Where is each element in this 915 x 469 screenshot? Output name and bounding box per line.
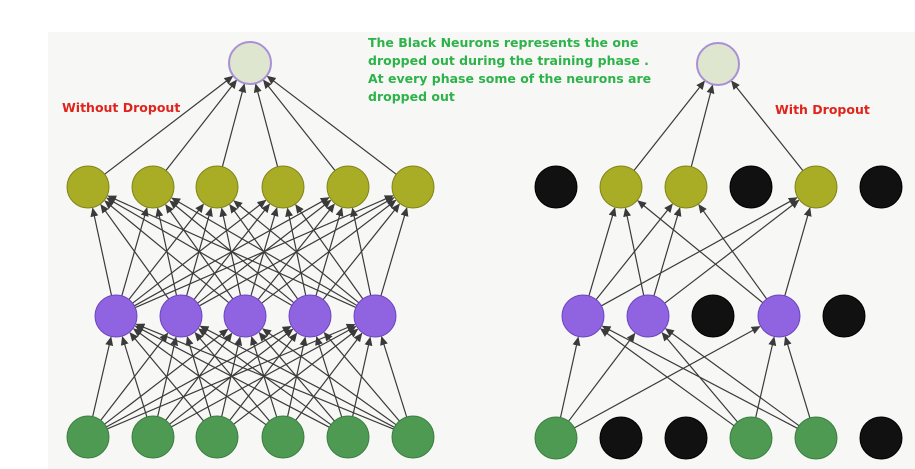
connection-arrow	[253, 83, 279, 167]
connection-arrow	[690, 84, 715, 167]
dropped-neuron	[859, 165, 903, 209]
output-neuron	[696, 42, 740, 86]
connection-arrow	[134, 325, 330, 428]
diagram-panel	[48, 32, 915, 469]
connection-arrow	[104, 200, 230, 304]
connection-arrow	[221, 336, 243, 417]
hidden2-neuron	[131, 165, 175, 209]
connection-arrow	[601, 325, 798, 429]
connection-arrow	[588, 207, 617, 297]
connection-arrow	[221, 83, 247, 167]
connection-arrow	[783, 336, 811, 419]
input-neuron	[66, 415, 110, 459]
connection-arrow	[262, 328, 397, 426]
connection-arrow	[165, 79, 238, 171]
dropped-neuron	[859, 416, 903, 460]
dropped-neuron	[599, 416, 643, 460]
connection-arrow	[100, 203, 170, 300]
hidden1-neuron	[561, 294, 605, 338]
connection-arrow	[323, 332, 400, 422]
connection-arrow	[784, 207, 812, 296]
hidden2-neuron	[391, 165, 435, 209]
connection-arrow	[568, 332, 636, 422]
connection-arrow	[129, 332, 204, 422]
connection-arrow	[295, 204, 364, 300]
connection-arrow	[92, 336, 114, 417]
hidden1-neuron	[94, 294, 138, 338]
dropped-neuron	[729, 165, 773, 209]
connection-arrow	[601, 197, 798, 307]
hidden2-neuron	[664, 165, 708, 209]
connection-arrow	[623, 207, 645, 296]
hidden1-neuron	[288, 294, 332, 338]
note-line: At every phase some of the neurons are	[368, 71, 652, 86]
connection-arrow	[199, 325, 395, 428]
hidden2-neuron	[599, 165, 643, 209]
dropped-neuron	[664, 416, 708, 460]
note-line: dropped out during the training phase .	[368, 53, 649, 68]
network-connections	[90, 75, 812, 430]
connection-arrow	[104, 75, 234, 175]
input-neuron	[391, 415, 435, 459]
connection-arrow	[755, 336, 777, 418]
connection-arrow	[135, 323, 394, 430]
connection-arrow	[120, 336, 148, 418]
connection-arrow	[698, 203, 768, 300]
note-line: dropped out	[368, 89, 455, 104]
connection-arrow	[380, 207, 409, 297]
connection-arrow	[233, 328, 359, 425]
input-neuron	[261, 415, 305, 459]
connection-arrow	[599, 328, 735, 427]
output-neuron	[228, 41, 272, 85]
input-neuron	[326, 415, 370, 459]
dropped-neuron	[534, 165, 578, 209]
connection-arrow	[637, 200, 764, 304]
hidden2-neuron	[195, 165, 239, 209]
note-line: The Black Neurons represents the one	[368, 35, 639, 50]
connection-arrow	[266, 75, 397, 175]
connection-arrow	[90, 207, 113, 296]
hidden2-neuron	[66, 165, 110, 209]
connection-arrow	[171, 197, 358, 306]
connection-arrow	[653, 207, 682, 297]
dropped-neuron	[691, 294, 735, 338]
hidden1-neuron	[223, 294, 267, 338]
connection-arrow	[219, 207, 242, 296]
hidden2-neuron	[794, 165, 838, 209]
hidden2-neuron	[261, 165, 305, 209]
network-neurons	[66, 41, 903, 460]
hidden1-neuron	[159, 294, 203, 338]
without-dropout-label: Without Dropout	[62, 100, 181, 115]
hidden1-neuron	[626, 294, 670, 338]
connection-arrow	[664, 328, 800, 427]
connection-arrow	[350, 207, 372, 296]
connection-arrow	[233, 200, 360, 304]
input-neuron	[534, 416, 578, 460]
connection-arrow	[262, 79, 336, 171]
input-neuron	[131, 415, 175, 459]
connection-arrow	[185, 336, 212, 418]
with-dropout-label: With Dropout	[775, 102, 870, 117]
connection-arrow	[633, 80, 706, 171]
hidden2-neuron	[326, 165, 370, 209]
input-neuron	[195, 415, 239, 459]
dropped-neuron	[822, 294, 866, 338]
input-neuron	[729, 416, 773, 460]
connection-arrow	[380, 336, 408, 418]
hidden1-neuron	[353, 294, 397, 338]
dropout-explanation-note: The Black Neurons represents the one dro…	[368, 34, 652, 106]
connection-arrow	[559, 336, 581, 418]
connection-arrow	[106, 197, 293, 306]
hidden1-neuron	[757, 294, 801, 338]
connection-arrow	[731, 80, 804, 171]
connection-arrow	[664, 199, 800, 304]
input-neuron	[794, 416, 838, 460]
connection-arrow	[107, 195, 357, 308]
connection-arrow	[132, 328, 267, 426]
